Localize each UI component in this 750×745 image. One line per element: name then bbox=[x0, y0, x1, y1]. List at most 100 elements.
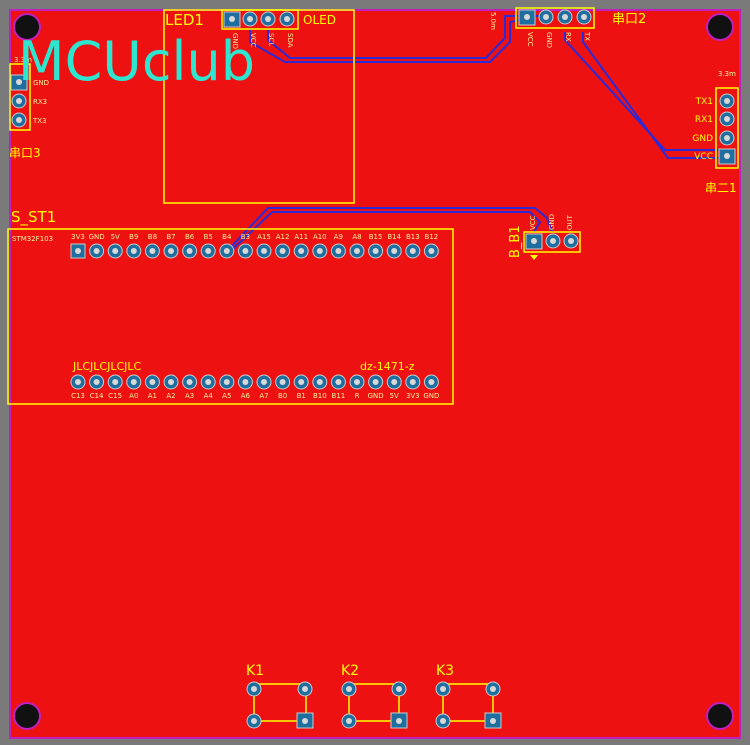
oled-pads bbox=[223, 11, 295, 28]
board-outline bbox=[9, 9, 741, 739]
uart-right-pads bbox=[718, 93, 736, 165]
uart2-pin-rx: RX bbox=[564, 32, 572, 42]
mounting-hole-top-right bbox=[706, 13, 734, 41]
s-st1-top-pad-hole bbox=[335, 248, 342, 254]
s-st1-bottom-pad-hole bbox=[149, 379, 156, 385]
dz-label: dz-1471-z bbox=[360, 360, 415, 373]
s-st1-bottom-pin-label: B11 bbox=[332, 392, 346, 400]
s-st1-bottom-pin-label: 3V3 bbox=[406, 392, 420, 400]
uart3-label: 串口3 bbox=[9, 146, 41, 160]
uart3-header-label: 3.3m bbox=[14, 56, 32, 64]
s-st1-bottom-pin-label: A2 bbox=[166, 392, 175, 400]
s-st1-label: S_ST1 bbox=[11, 208, 56, 227]
s-st1-header-label: STM32F103 bbox=[12, 235, 53, 243]
s-st1-bottom-pin-label: A3 bbox=[185, 392, 194, 400]
s-st1-top-pin-label: A11 bbox=[294, 233, 308, 241]
mounting-hole-bottom-left bbox=[13, 702, 41, 730]
uart-right-header-label: 3.3m bbox=[718, 70, 736, 78]
s-st1-bottom-pin-label: R bbox=[355, 392, 360, 400]
s-st1-bottom-pad-hole bbox=[391, 379, 398, 385]
s-st1-bottom-pad-hole bbox=[279, 379, 286, 385]
uart2-label: 串口2 bbox=[612, 12, 646, 27]
uart2-pin-tx: TX bbox=[583, 31, 591, 41]
s-st1-top-pin-label: B12 bbox=[425, 233, 439, 241]
k3-label: K3 bbox=[436, 663, 454, 679]
s-st1-top-pin-label: GND bbox=[89, 233, 105, 241]
s-st1-bottom-pin-label: A0 bbox=[129, 392, 138, 400]
uart-right-pin-rx1: RX1 bbox=[695, 115, 713, 125]
s-st1-bottom-pin-label: C13 bbox=[71, 392, 85, 400]
uart2-pads bbox=[518, 9, 592, 26]
s-st1-bottom-pin-label: A4 bbox=[204, 392, 214, 400]
traces bbox=[227, 15, 727, 251]
uart2-header-label: 5.0m bbox=[489, 12, 497, 30]
k2-label: K2 bbox=[341, 663, 359, 679]
s-st1-bottom-pad-hole bbox=[168, 379, 174, 385]
s-st1-top-pad-hole bbox=[112, 248, 119, 254]
s-st1-top-pin-label: A15 bbox=[257, 233, 271, 241]
s-st1-bottom-pad-hole bbox=[372, 379, 379, 385]
oled-header-outline bbox=[221, 9, 299, 30]
bb1-pads bbox=[525, 233, 579, 250]
key-k1: K1 bbox=[246, 663, 314, 729]
s-st1-top-pad-hole bbox=[391, 248, 398, 254]
s-st1-bottom-pad-hole bbox=[428, 379, 435, 385]
s-st1-bottom-pin-label: B10 bbox=[313, 392, 327, 400]
s-st1-bottom-pin-label: 5V bbox=[390, 392, 399, 400]
s-st1-bottom-pin-label: B1 bbox=[297, 392, 306, 400]
s-st1-bottom-pad-hole bbox=[112, 379, 119, 385]
uart-right-outline bbox=[715, 87, 739, 169]
s-st1-bottom-pad-hole bbox=[409, 379, 416, 385]
uart3-pin-tx3: TX3 bbox=[32, 117, 47, 125]
s-st1-top-pin-label: 5V bbox=[111, 233, 120, 241]
s-st1-top-pin-label: B5 bbox=[204, 233, 213, 241]
bb1-pin-vcc: VCC bbox=[529, 215, 537, 230]
s-st1-bottom-pin-label: C15 bbox=[108, 392, 122, 400]
bb1-pin1-marker bbox=[530, 255, 538, 260]
uart3-pin-gnd: GND bbox=[33, 79, 49, 87]
jlc-label: JLCJLCJLCJLC bbox=[72, 360, 142, 373]
uart2-pin-gnd: GND bbox=[545, 32, 553, 48]
s-st1-bottom-pin-label: GND bbox=[368, 392, 384, 400]
s-st1-top-pad-hole bbox=[354, 248, 360, 254]
s-st1-top-pin-label: B14 bbox=[387, 233, 401, 241]
oled-pin-vcc: VCC bbox=[249, 33, 257, 48]
s-st1-top-pad-hole bbox=[428, 248, 435, 254]
s-st1-bottom-pad-hole bbox=[205, 379, 212, 385]
s-st1-bottom-pin-label: A7 bbox=[259, 392, 268, 400]
s-st1-top-pad-hole bbox=[149, 248, 156, 254]
s-st1-top-pad-hole bbox=[205, 248, 212, 254]
s-st1-top-pad-hole bbox=[279, 248, 286, 254]
s-st1-top-pad-hole bbox=[168, 248, 174, 254]
s-st1-bottom-pin-label: A1 bbox=[148, 392, 157, 400]
s-st1-bottom-pin-label: B0 bbox=[278, 392, 287, 400]
s-st1-bottom-pad-hole bbox=[261, 379, 267, 385]
s-st1-top-pad-hole bbox=[372, 248, 379, 254]
bb1-pin-gnd: GND bbox=[548, 214, 556, 230]
s-st1-bottom-pad-hole bbox=[354, 379, 360, 385]
s-st1-top-pad-hole bbox=[223, 248, 230, 254]
s-st1-bottom-pad-hole bbox=[93, 379, 100, 385]
s-st1-top-pin-label: A8 bbox=[352, 233, 361, 241]
s-st1-top-pad-hole bbox=[261, 248, 267, 254]
s-st1-top-pin-label: B4 bbox=[222, 233, 232, 241]
s-st1-top-pad-hole bbox=[409, 248, 416, 254]
mcuclub-logo: MCUclub bbox=[18, 30, 255, 93]
s-st1-top-pin-label: B6 bbox=[185, 233, 195, 241]
s-st1-top-pad-hole bbox=[316, 248, 323, 254]
uart-right-pin-tx1: TX1 bbox=[695, 97, 713, 107]
s-st1-bottom-pin-label: GND bbox=[423, 392, 439, 400]
uart-right-pin-gnd: GND bbox=[692, 134, 713, 144]
s-st1-bottom-pad-hole bbox=[316, 379, 323, 385]
mounting-hole-bottom-right bbox=[706, 702, 734, 730]
s-st1-bottom-pad-hole bbox=[335, 379, 342, 385]
uart3-pads bbox=[10, 74, 28, 128]
s-st1-top-pin-label: A10 bbox=[313, 233, 327, 241]
key-k2: K2 bbox=[341, 663, 408, 729]
s-st1-top-pad-hole bbox=[298, 248, 305, 254]
s-st1-top-pin-label: B13 bbox=[406, 233, 420, 241]
